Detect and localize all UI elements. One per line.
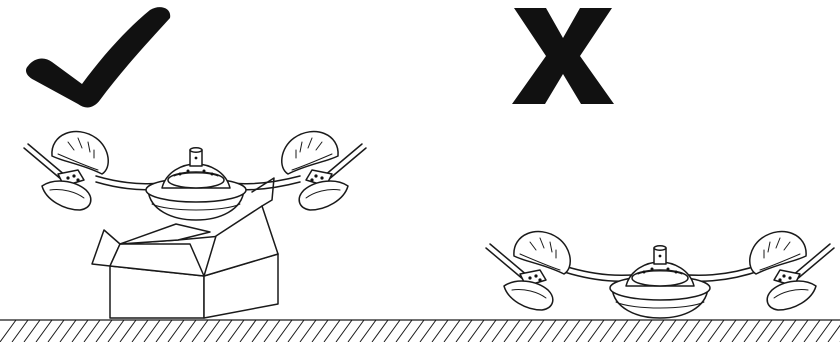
x-mark-icon	[512, 8, 614, 104]
floor-hatch-line	[227, 319, 245, 342]
floor-hatch-line	[59, 319, 77, 342]
floor-hatch-line	[527, 319, 545, 342]
right-light-fixture	[282, 132, 366, 210]
floor-hatch-line	[635, 319, 653, 342]
floor-hatch-line	[827, 324, 840, 342]
floor-hatch-line	[407, 319, 425, 342]
floor-hatch-line	[83, 319, 101, 342]
floor-hatch-line	[191, 319, 209, 342]
floor-hatch-line	[299, 319, 317, 342]
floor-hatch-line	[383, 319, 401, 342]
floor-hatch-line	[143, 319, 161, 342]
floor-hatch-line	[323, 319, 341, 342]
floor-hatch-line	[179, 319, 197, 342]
floor-hatch-line	[731, 319, 749, 342]
floor-hatch-line	[563, 319, 581, 342]
floor-hatch-line	[743, 319, 761, 342]
floor-hatch-line	[359, 319, 377, 342]
floor-hatch-line	[803, 319, 821, 342]
cardboard-box	[91, 177, 279, 319]
floor-hatch-line	[719, 319, 737, 342]
floor-hatch-line	[287, 319, 305, 342]
floor-hatch-line	[695, 319, 713, 342]
floor-hatch-line	[275, 319, 293, 342]
floor-hatch-line	[155, 319, 173, 342]
floor-hatch-line	[479, 319, 497, 342]
floor-hatch-line	[239, 319, 257, 342]
floor-hatch-line	[707, 319, 725, 342]
floor-hatch-line	[467, 319, 485, 342]
floor-hatch-line	[47, 319, 65, 342]
floor-hatch-line	[503, 319, 521, 342]
floor-hatch-line	[167, 319, 185, 342]
floor-hatch-line	[203, 319, 221, 342]
left-light-fixture	[23, 130, 109, 211]
floor-hatch-line	[107, 319, 125, 342]
floor-hatch-line	[311, 319, 329, 342]
floor-hatch-line	[251, 319, 269, 342]
floor-hatch-line	[767, 319, 785, 342]
floor-hatch-line	[335, 319, 353, 342]
floor-hatch-line	[11, 319, 29, 342]
floor-hatch-line	[455, 319, 473, 342]
floor-hatch-line	[539, 319, 557, 342]
floor-hatch-line	[215, 319, 233, 342]
floor-hatch-line	[431, 319, 449, 342]
floor-hatch-line	[395, 319, 413, 342]
floor-hatch-line	[671, 319, 689, 342]
floor-hatch-line	[551, 319, 569, 342]
floor-hatch-line	[599, 319, 617, 342]
floor-hatch-line	[95, 319, 113, 342]
floor-hatch-line	[623, 319, 641, 342]
floor-hatch-line	[263, 319, 281, 342]
floor-hatch-line	[575, 319, 593, 342]
floor-hatch-line	[347, 319, 365, 342]
incorrect-scene	[485, 230, 834, 319]
floor-hatch-line	[419, 319, 437, 342]
fan-motor-housing-floor	[609, 245, 711, 319]
floor-hatch-line	[443, 319, 461, 342]
floor-hatch-line	[611, 319, 629, 342]
correct-scene	[23, 130, 366, 319]
floor-hatch-line	[35, 319, 53, 342]
floor-hatch-line	[23, 319, 41, 342]
floor-hatch-line	[491, 319, 509, 342]
floor-hatch-line	[647, 319, 665, 342]
right-light-fixture-floor	[750, 232, 834, 310]
floor-hatching	[0, 319, 840, 342]
floor-hatch-line	[371, 319, 389, 342]
floor-hatch-line	[0, 319, 17, 342]
floor-hatch-line	[119, 319, 137, 342]
floor-hatch-line	[515, 319, 533, 342]
floor-hatch-line	[587, 319, 605, 342]
floor-hatch-line	[71, 319, 89, 342]
floor-hatch-line	[683, 319, 701, 342]
left-light-fixture-floor	[485, 230, 571, 311]
floor-hatch-line	[815, 319, 833, 342]
floor-hatch-line	[779, 319, 797, 342]
floor-hatch-line	[131, 319, 149, 342]
fan-motor-housing	[145, 147, 247, 221]
floor-hatch-line	[659, 319, 677, 342]
check-mark-icon	[26, 7, 171, 108]
floor-hatch-line	[791, 319, 809, 342]
floor-hatch-line	[755, 319, 773, 342]
